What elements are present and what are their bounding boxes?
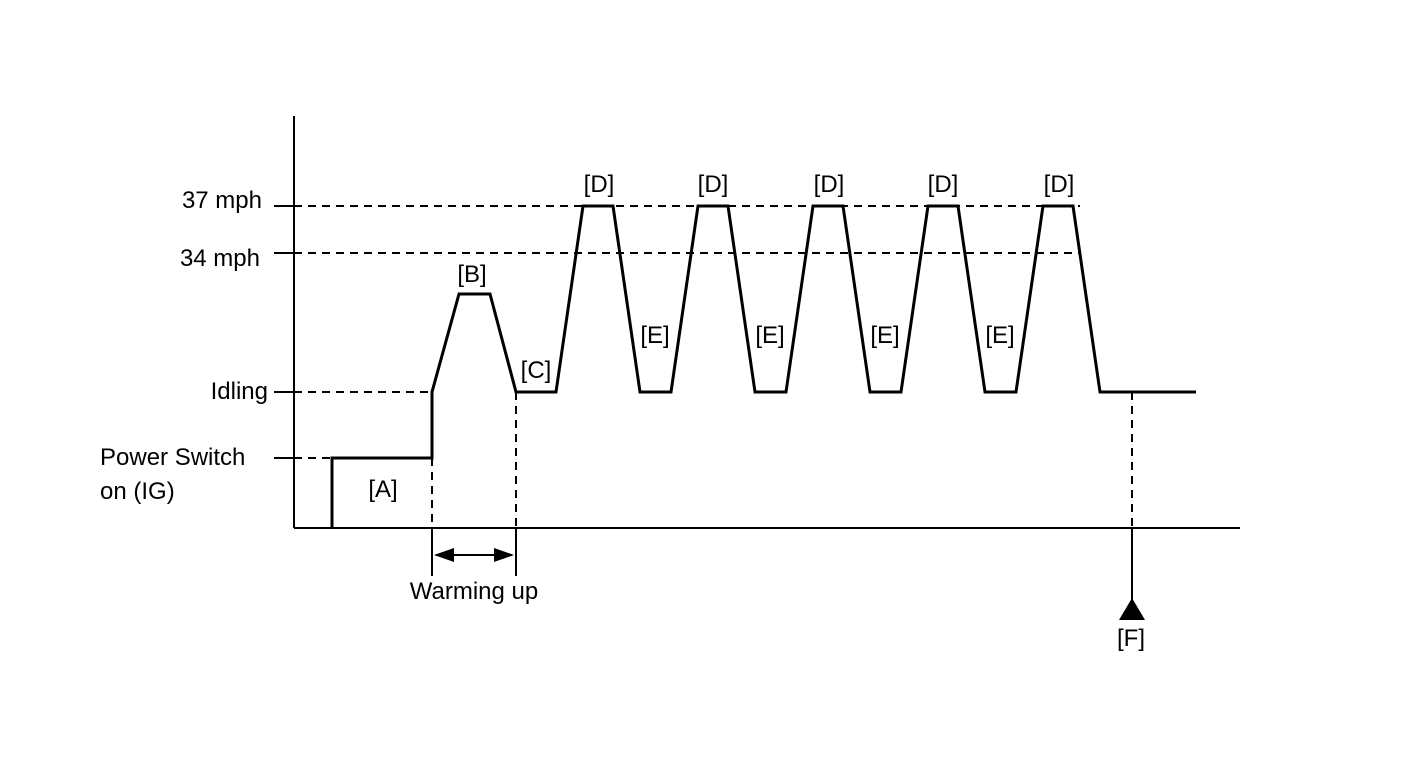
label-idling: Idling	[211, 378, 268, 405]
label-power-switch-line1: Power Switch	[100, 444, 245, 471]
label-phase-f: [F]	[1117, 625, 1145, 652]
drive-pattern-trace	[330, 204, 1196, 528]
label-phase-d-4: [D]	[928, 171, 959, 198]
label-phase-a: [A]	[368, 476, 397, 503]
label-phase-d-3: [D]	[814, 171, 845, 198]
label-phase-b: [B]	[457, 261, 486, 288]
label-phase-d-5: [D]	[1044, 171, 1075, 198]
label-phase-e-3: [E]	[870, 322, 899, 349]
triangle-up-icon	[1119, 598, 1145, 620]
label-phase-c: [C]	[521, 357, 552, 384]
label-phase-d-1: [D]	[584, 171, 615, 198]
label-phase-d-2: [D]	[698, 171, 729, 198]
arrow-right-icon	[494, 548, 514, 562]
label-phase-e-4: [E]	[985, 322, 1014, 349]
label-warming-up: Warming up	[410, 578, 538, 605]
label-37mph: 37 mph	[182, 187, 262, 214]
arrow-left-icon	[434, 548, 454, 562]
label-phase-e-1: [E]	[640, 322, 669, 349]
label-power-switch-line2: on (IG)	[100, 478, 175, 505]
label-34mph: 34 mph	[180, 245, 260, 272]
label-phase-e-2: [E]	[755, 322, 784, 349]
